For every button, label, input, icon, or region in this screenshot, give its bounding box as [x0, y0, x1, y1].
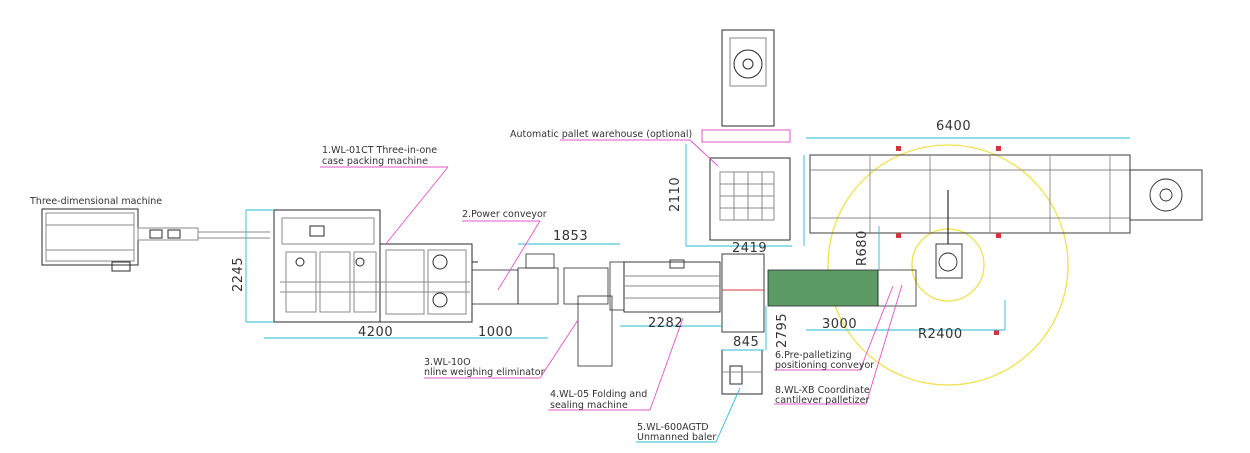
- label-palletizer-line1: 8.WL-XB Coordinate: [775, 385, 870, 396]
- palletizer-line: [809, 154, 1203, 279]
- label-weighing-line1: 3.WL-10O: [424, 357, 471, 368]
- dim-3000: 3000: [822, 317, 857, 332]
- pallet-warehouse: [701, 29, 791, 241]
- label-baler-line1: 5.WL-600AGTD: [637, 422, 709, 433]
- dimension-lines: [245, 137, 1130, 351]
- unmanned-baler: [721, 349, 763, 395]
- dim-1000: 1000: [478, 325, 513, 340]
- label-pre-pallet-line2: positioning conveyor: [775, 360, 874, 371]
- label-power-conveyor: 2.Power conveyor: [462, 209, 547, 220]
- label-case-packer-line2: case packing machine: [322, 156, 428, 167]
- dim-r680: R680: [855, 230, 870, 266]
- dim-r2400: R2400: [918, 327, 963, 342]
- label-case-packer-line1: 1.WL-01CT Three-in-one: [322, 145, 437, 156]
- label-palletizer-line2: cantilever palletizer: [775, 395, 869, 406]
- dim-2245: 2245: [231, 257, 246, 292]
- dim-845: 845: [733, 335, 759, 350]
- pre-palletizing-conveyor: [767, 269, 917, 307]
- dim-1853: 1853: [553, 229, 588, 244]
- dim-6400: 6400: [936, 119, 971, 134]
- baler-leader: [636, 387, 741, 443]
- label-weighing-line2: nline weighing eliminator: [424, 367, 545, 378]
- label-baler-line2: Unmanned baler: [637, 432, 716, 443]
- label-three-dimensional: Three-dimensional machine: [29, 196, 162, 207]
- dim-2110: 2110: [668, 177, 683, 212]
- label-pre-pallet-line1: 6.Pre-palletizing: [775, 350, 852, 361]
- label-folding-line2: sealing machine: [550, 400, 628, 411]
- weighing-eliminator: [563, 261, 625, 367]
- dim-4200: 4200: [358, 325, 393, 340]
- position-markers: [896, 146, 1001, 335]
- label-folding-line1: 4.WL-05 Folding and: [550, 389, 647, 400]
- transfer-conveyor: [721, 253, 765, 333]
- dim-2419: 2419: [732, 241, 767, 256]
- three-dimensional-machine: [41, 208, 270, 272]
- label-pallet-warehouse: Automatic pallet warehouse (optional): [510, 129, 692, 140]
- power-conveyor: [471, 253, 559, 305]
- leader-lines: [320, 139, 903, 411]
- dim-2282: 2282: [648, 316, 683, 331]
- folding-sealing-machine: [623, 259, 721, 313]
- case-packing-machine: [273, 209, 478, 323]
- dim-2795: 2795: [775, 313, 790, 348]
